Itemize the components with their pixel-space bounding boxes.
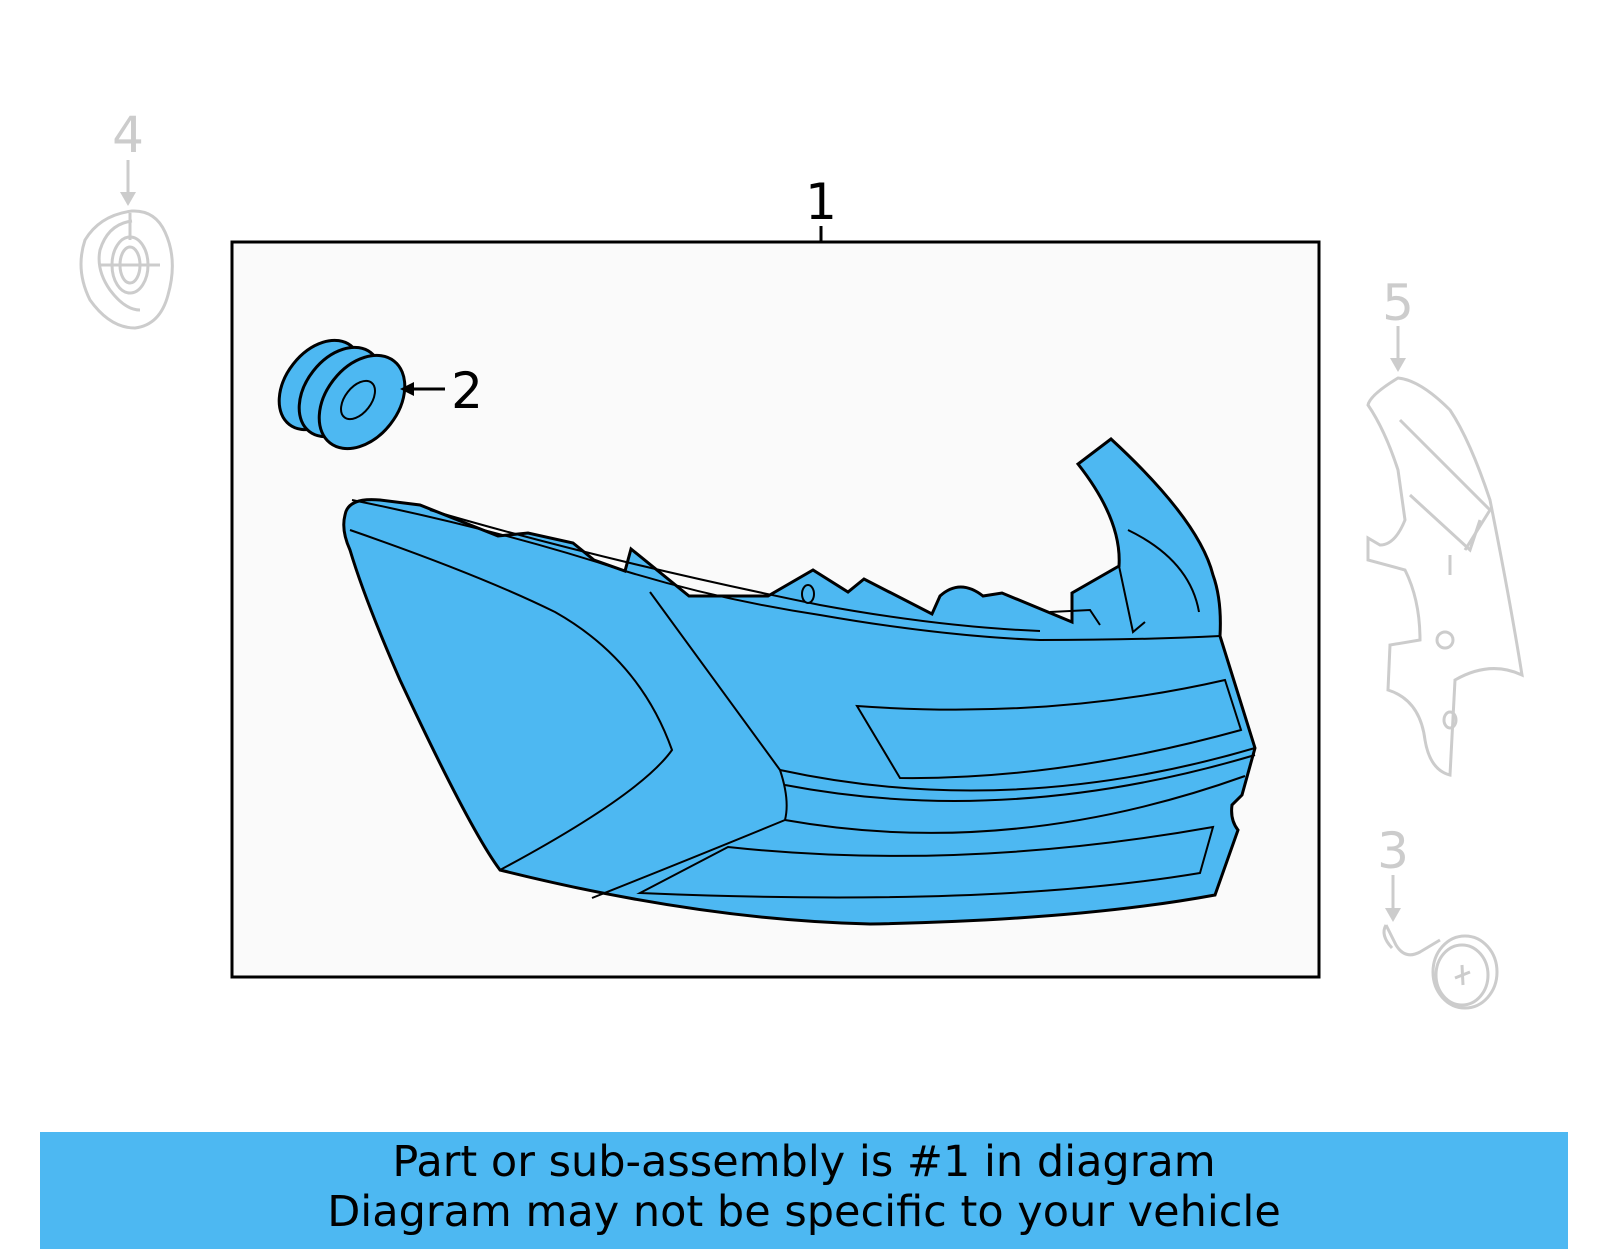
bracket-part-5[interactable] <box>1366 376 1524 777</box>
callout-3-arrow-icon <box>1385 908 1401 922</box>
callout-2-arrow-icon <box>400 382 414 396</box>
callout-3-label: 3 <box>1377 822 1409 880</box>
tail-lamp-assembly-part-1[interactable] <box>342 437 1257 926</box>
callout-2-label: 2 <box>451 362 483 420</box>
banner-line-1: Part or sub-assembly is #1 in diagram <box>392 1137 1216 1187</box>
callout-4-arrow-icon <box>120 192 136 206</box>
callout-5-arrow-icon <box>1390 358 1406 372</box>
banner-line-2: Diagram may not be specific to your vehi… <box>327 1187 1281 1237</box>
grommet-part-2[interactable] <box>262 325 422 465</box>
callout-5-label: 5 <box>1382 274 1414 332</box>
info-banner: Part or sub-assembly is #1 in diagram Di… <box>40 1132 1568 1249</box>
clip-part-4[interactable] <box>79 209 174 330</box>
screw-part-3[interactable] <box>1382 924 1499 1010</box>
callout-4-label: 4 <box>112 106 144 164</box>
callout-1-label: 1 <box>805 173 837 231</box>
